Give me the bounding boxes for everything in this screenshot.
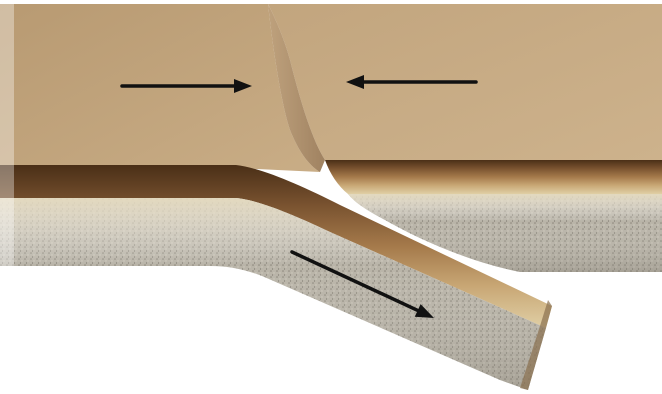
overriding-plate-crust [325,160,662,194]
left-edge-fade [0,4,14,266]
